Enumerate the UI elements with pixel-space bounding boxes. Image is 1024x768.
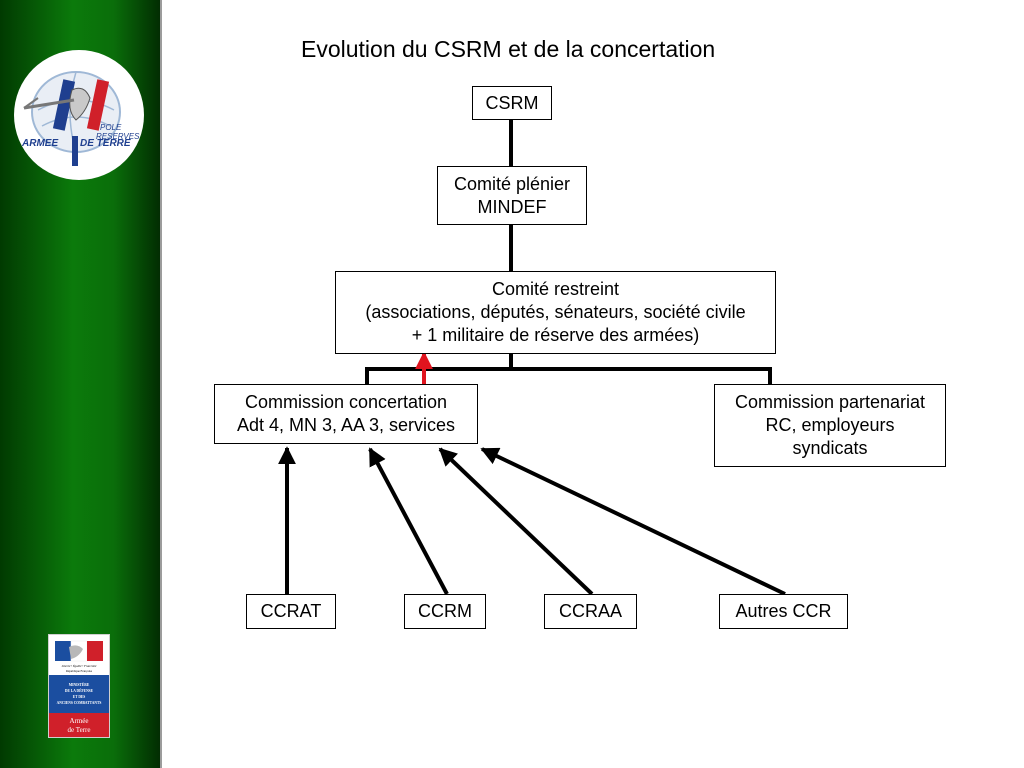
reserves-label: RESERVES — [96, 132, 140, 141]
node-ccraa-line-1: CCRAA — [558, 601, 622, 621]
node-commission-partenariat: Commission partenariat RC, employeurs sy… — [714, 384, 946, 467]
node-commission-concertation: Commission concertation Adt 4, MN 3, AA … — [214, 384, 478, 444]
edge-ccrm-arrow — [368, 447, 449, 595]
node-ccraa: CCRAA — [544, 594, 637, 629]
de-terre-label: DE TERRE — [80, 138, 131, 149]
node-comite-restreint: Comité restreint (associations, députés,… — [335, 271, 776, 354]
node-csrm-line-1: CSRM — [485, 92, 539, 113]
node-autres-ccr: Autres CCR — [719, 594, 848, 629]
node-comite-plenier: Comité plénier MINDEF — [437, 166, 587, 225]
republic-text: République Française — [66, 669, 93, 673]
node-csrm: CSRM — [472, 86, 552, 120]
ministry-line-1: MINISTÈRE — [69, 682, 90, 687]
army-line-2: de Terre — [68, 726, 91, 734]
node-commission-concertation-line-1: Commission concertation — [244, 392, 448, 412]
armee-de-terre-pole-reserves-logo: POLE RESERVES ARMEE DE TERRE — [14, 50, 144, 180]
ministere-emblem: Liberté • Égalité • Fraternité Républiqu… — [49, 635, 109, 737]
node-comite-plenier-line-1: Comité plénier — [453, 173, 571, 194]
sidebar: POLE RESERVES ARMEE DE TERRE Liberté • É… — [0, 0, 162, 768]
edge-ccraa-arrow — [438, 447, 594, 596]
pole-label: POLE — [100, 123, 122, 132]
motto-text: Liberté • Égalité • Fraternité — [61, 663, 97, 668]
node-comite-restreint-line-3: + 1 militaire de réserve des armées) — [411, 325, 700, 345]
node-commission-partenariat-line-1: Commission partenariat — [734, 392, 926, 412]
edge-autres-arrow — [480, 447, 786, 596]
node-ccrm-line-1: CCRM — [418, 601, 472, 621]
army-line-1: Armée — [69, 717, 88, 725]
ministere-defense-logo: Liberté • Égalité • Fraternité Républiqu… — [48, 634, 110, 738]
node-autres-ccr-line-1: Autres CCR — [735, 601, 832, 621]
node-comite-restreint-line-1: Comité restreint — [491, 279, 620, 299]
ministry-line-4: ANCIENS COMBATTANTS — [57, 701, 102, 705]
node-commission-concertation-line-2: Adt 4, MN 3, AA 3, services — [236, 415, 456, 435]
node-ccrm: CCRM — [404, 594, 486, 629]
page-title: Evolution du CSRM et de la concertation — [301, 36, 716, 62]
node-comite-restreint-line-2: (associations, députés, sénateurs, socié… — [365, 302, 746, 322]
node-ccrat: CCRAT — [246, 594, 336, 629]
node-comite-plenier-line-2: MINDEF — [477, 196, 547, 217]
ministry-line-2: DE LA DÉFENSE — [65, 688, 94, 693]
pole-reserves-emblem: POLE RESERVES ARMEE DE TERRE — [21, 71, 140, 166]
ministry-line-3: ET DES — [73, 695, 86, 699]
node-commission-partenariat-line-3: syndicats — [792, 438, 868, 458]
node-commission-partenariat-line-2: RC, employeurs — [765, 415, 895, 435]
node-ccrat-line-1: CCRAT — [260, 601, 322, 621]
armee-label: ARMEE — [21, 138, 58, 149]
